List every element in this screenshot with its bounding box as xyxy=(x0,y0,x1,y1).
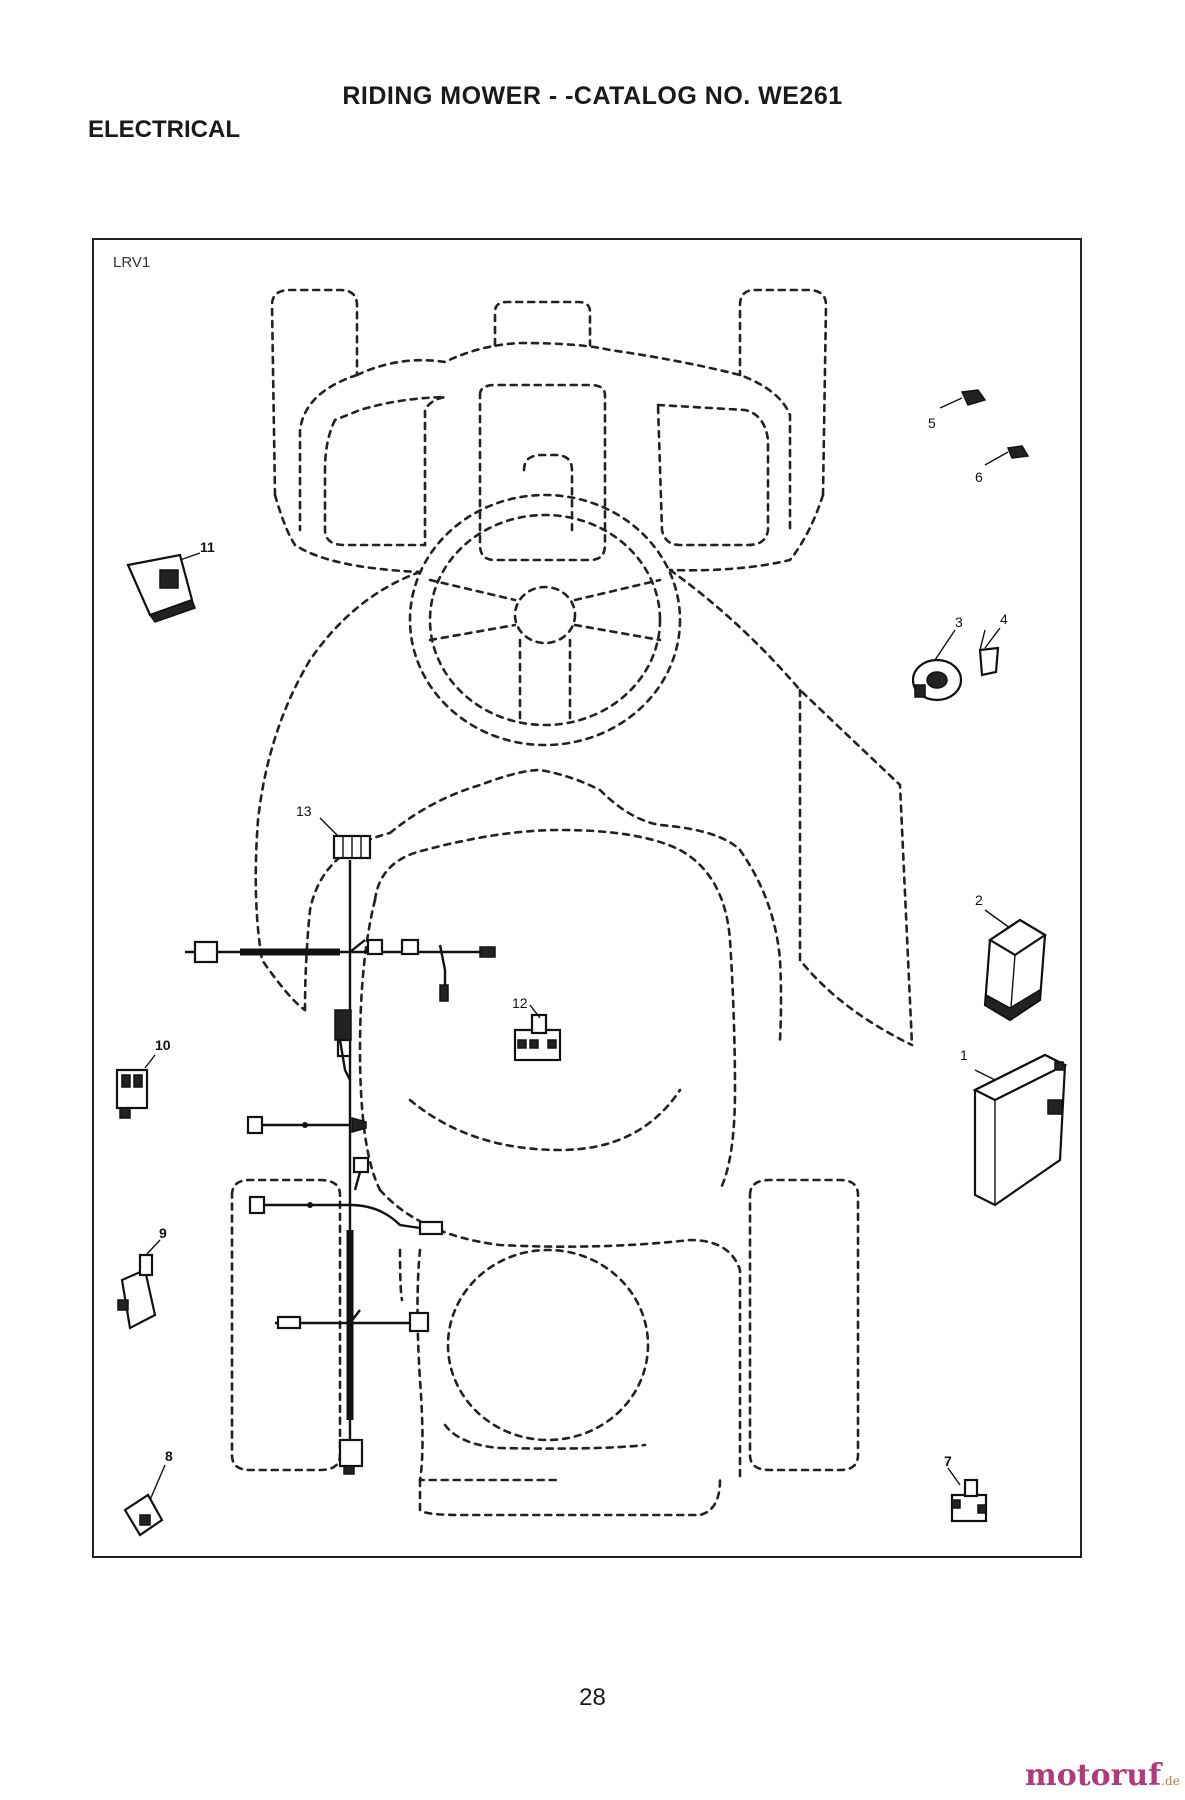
watermark-logo: motoruf.de xyxy=(1025,1758,1180,1793)
part-12-pto-switch xyxy=(513,1004,562,1062)
callout-2: 2 xyxy=(975,892,983,908)
part-7-switch xyxy=(947,1467,988,1523)
callout-9: 9 xyxy=(159,1225,167,1241)
callout-1: 1 xyxy=(960,1047,968,1063)
watermark-text: motoruf xyxy=(1025,1758,1162,1793)
callout-6: 6 xyxy=(975,469,983,485)
harness-connector xyxy=(276,1315,302,1330)
harness-plug xyxy=(479,946,496,958)
callout-12: 12 xyxy=(512,995,528,1011)
page-number: 28 xyxy=(579,1684,606,1711)
part-10-seat-switch xyxy=(115,1054,156,1119)
harness-connector-bottom xyxy=(338,1438,364,1468)
part-6-fuse xyxy=(984,445,1030,466)
part-2-battery-cover xyxy=(983,909,1048,1022)
mower-outline xyxy=(230,288,914,1517)
page-title: RIDING MOWER - -CATALOG NO. WE261 xyxy=(342,82,843,110)
callout-7: 7 xyxy=(944,1453,952,1469)
watermark-suffix: .de xyxy=(1161,1774,1180,1788)
callout-8: 8 xyxy=(165,1448,173,1464)
harness-connector xyxy=(400,938,420,956)
part-4-key xyxy=(978,627,1001,677)
part-8-relay xyxy=(123,1464,166,1537)
callout-5: 5 xyxy=(928,415,936,431)
callouts: 1 2 3 4 5 6 7 8 9 10 11 12 13 xyxy=(155,415,1008,1469)
harness-connector xyxy=(418,1220,444,1236)
callout-3: 3 xyxy=(955,614,963,630)
part-1-battery xyxy=(972,1053,1068,1207)
harness-connector xyxy=(408,1311,430,1333)
harness-connector-left xyxy=(193,940,219,964)
part-5-fuse xyxy=(939,389,987,409)
wiring-harness xyxy=(185,834,496,1475)
harness-connector xyxy=(248,1195,266,1215)
diagram-frame xyxy=(92,238,1082,1558)
part-9-plunger-switch xyxy=(117,1239,161,1330)
section-title: ELECTRICAL xyxy=(88,116,240,143)
harness-connector xyxy=(246,1115,264,1135)
harness-connector xyxy=(366,938,384,956)
callout-4: 4 xyxy=(1000,611,1008,627)
callout-10: 10 xyxy=(155,1037,171,1053)
harness-connector xyxy=(352,1156,370,1174)
part-3-ignition-switch xyxy=(911,629,963,702)
callout-13: 13 xyxy=(296,803,312,819)
callout-11: 11 xyxy=(200,539,215,555)
harness-block xyxy=(334,1009,352,1041)
diagram-code: LRV1 xyxy=(113,254,151,271)
harness-plug xyxy=(343,1465,355,1475)
harness-plug xyxy=(439,984,449,1002)
part-11-module xyxy=(126,552,201,623)
